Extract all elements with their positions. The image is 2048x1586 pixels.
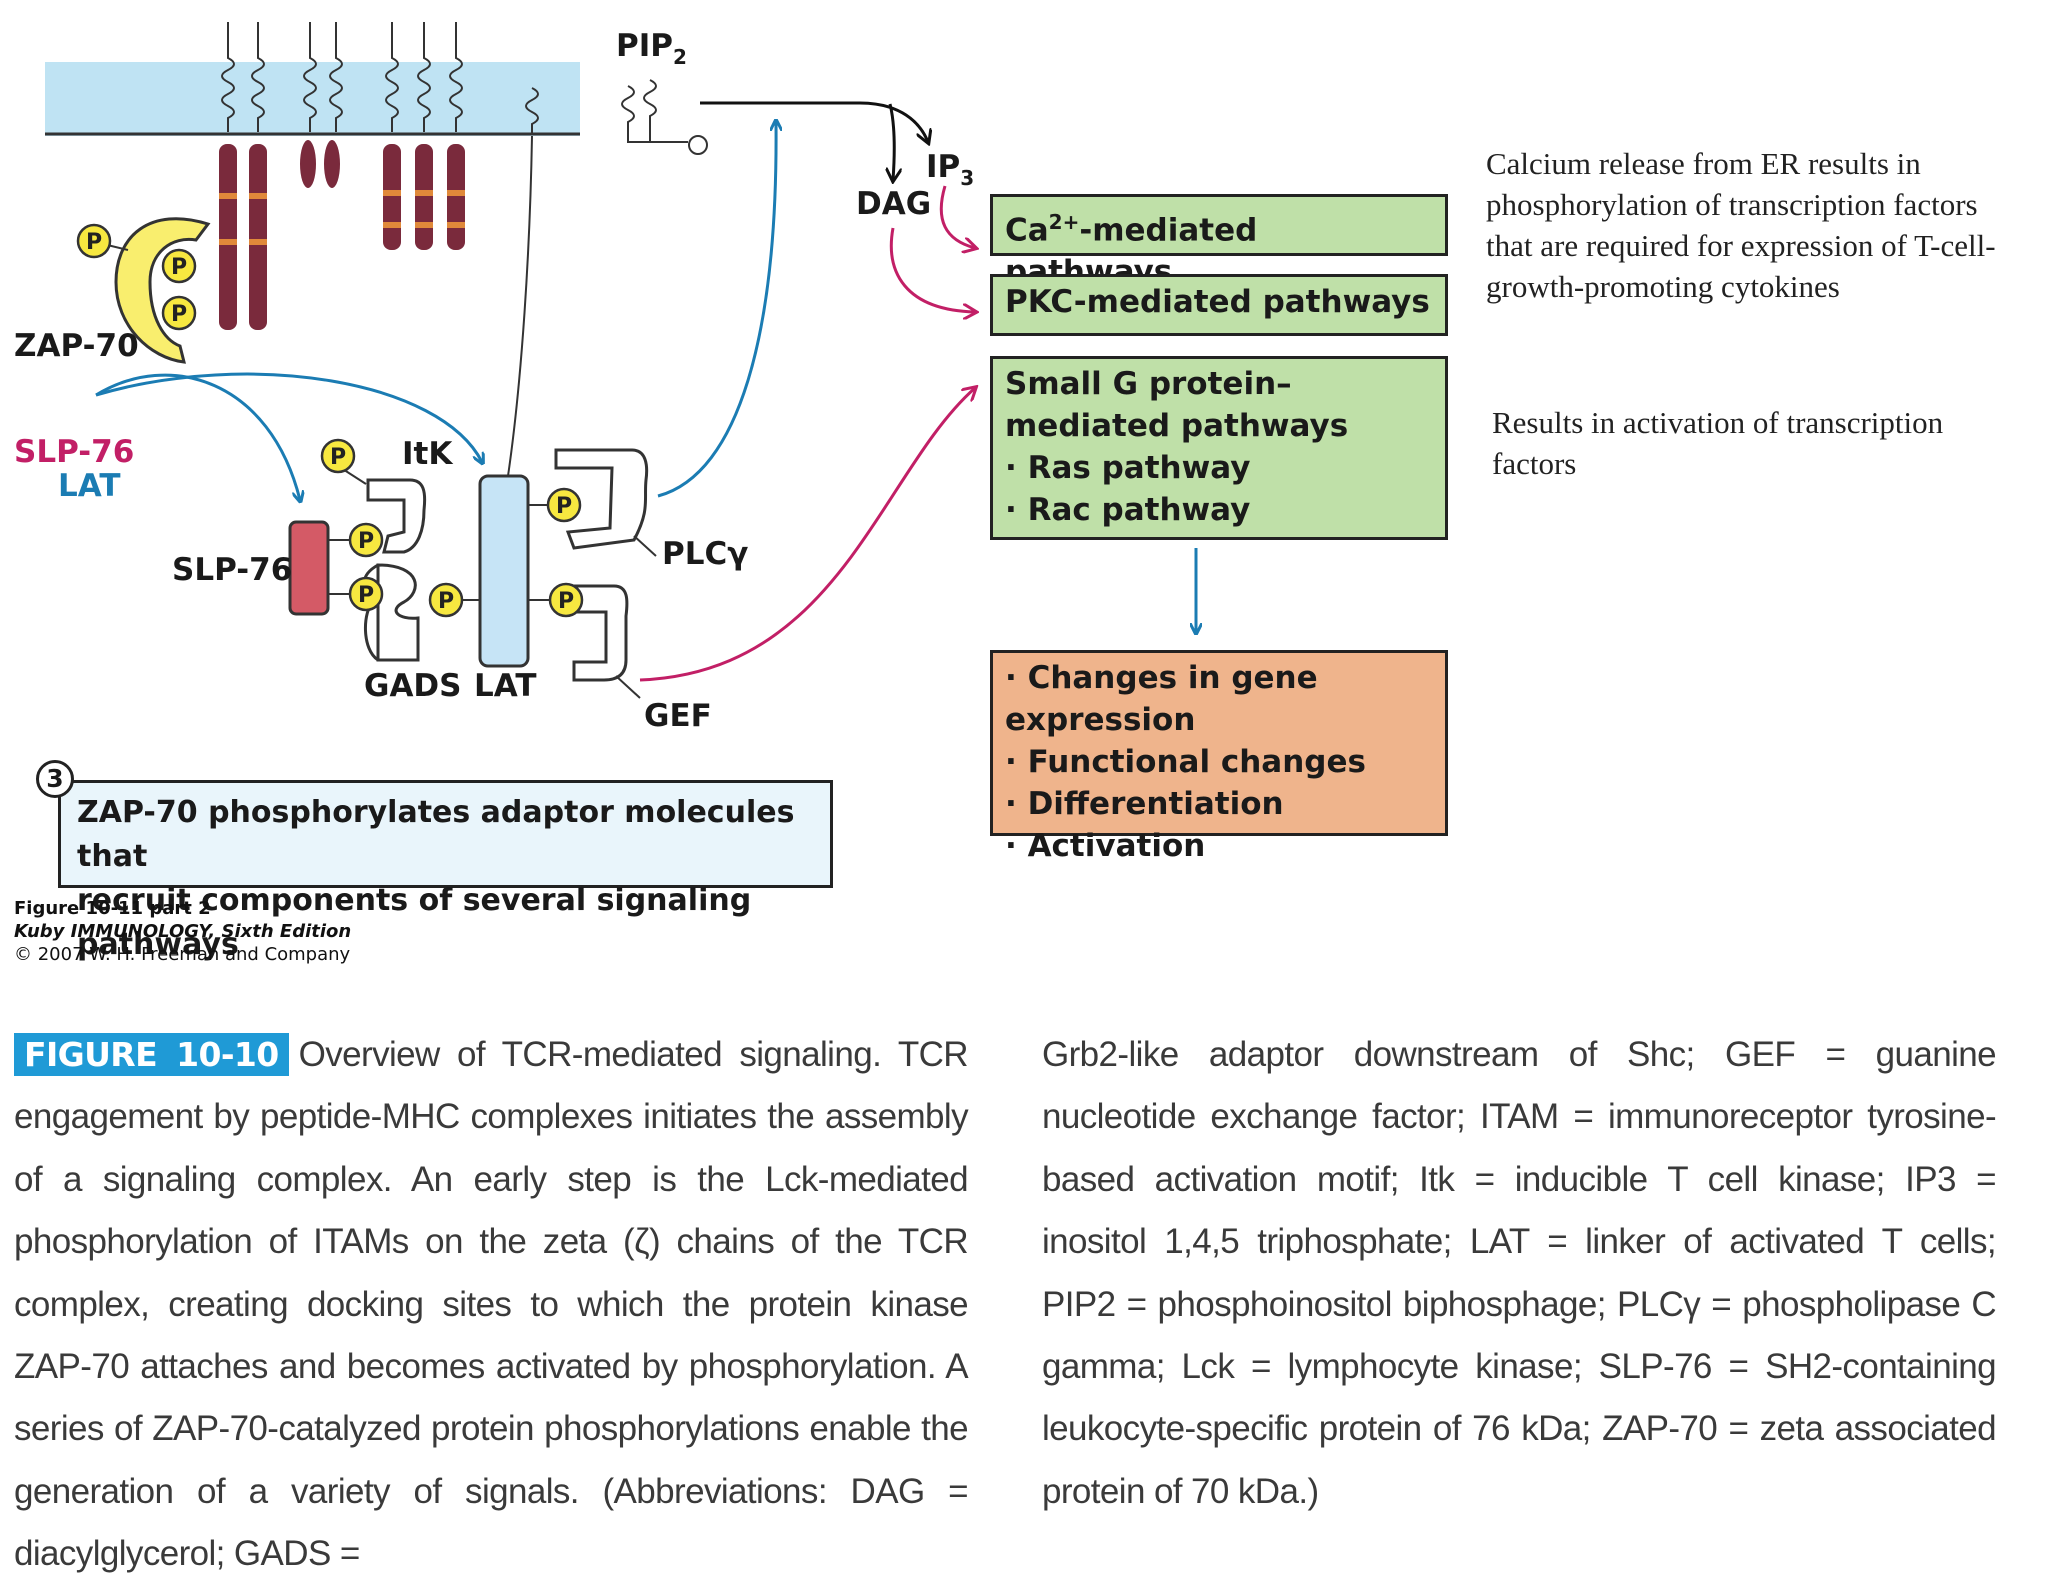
figure-tag: FIGURE 10-10 <box>14 1033 289 1076</box>
outcomes-box: · Changes in gene expression · Functiona… <box>990 650 1448 864</box>
phosphate-label: P <box>171 302 187 327</box>
itk-label: ItK <box>402 436 453 472</box>
phosphate-circle-lat-2 <box>546 487 582 523</box>
credit-book-title: Kuby IMMUNOLOGY, Sixth Edition <box>14 921 352 942</box>
small-g-line: mediated pathways <box>1005 408 1349 444</box>
phosphate-circle-zap-2 <box>161 248 197 284</box>
credit-figure-number: Figure 10-11 part 2 <box>14 898 211 919</box>
slp76-shape <box>288 520 330 616</box>
phosphate-circle-slp-2 <box>348 576 384 612</box>
plcg-shape <box>554 448 649 550</box>
step-description-box: ZAP-70 phosphorylates adaptor molecules … <box>58 780 833 962</box>
zap70-to-slp76-arrow <box>95 373 300 500</box>
figure-credit: Figure 10-11 part 2 Kuby IMMUNOLOGY, Six… <box>14 897 351 966</box>
outcome-item: · Functional changes <box>1005 744 1366 780</box>
caption-right-column: Grb2-like adaptor downstream of Shc; GEF… <box>1042 1024 1997 1523</box>
zap70-to-lat-arrow <box>95 372 482 462</box>
phosphate-label: P <box>358 529 374 554</box>
pip2-label: PIP2 <box>616 28 687 69</box>
phosphate-label: P <box>558 589 574 614</box>
phosphate-label: P <box>330 445 346 470</box>
itk-shape <box>366 478 427 554</box>
pkc-label: PKC-mediated pathways <box>1005 284 1430 320</box>
outcome-item: · Changes in gene expression <box>1005 660 1318 738</box>
lat-legend-label: LAT <box>58 468 120 504</box>
caption-left-text: Overview of TCR-mediated signaling. TCR … <box>14 1035 969 1574</box>
outcome-item: · Differentiation <box>1005 786 1284 822</box>
dag-to-pkc-arrow <box>889 227 975 312</box>
cell-membrane <box>45 62 580 136</box>
plcg-to-pip2-arrow <box>657 122 776 498</box>
small-g-pathway-box: Small G protein– mediated pathways · Ras… <box>990 356 1448 540</box>
pip2-molecule <box>621 79 708 155</box>
step-line: recruit components of several signaling … <box>77 883 752 962</box>
caption-right-text: Grb2-like adaptor downstream of Shc; GEF… <box>1042 1035 1997 1511</box>
calcium-note: Calcium release from ER results in phosp… <box>1486 146 1996 304</box>
gads-label: GADS <box>364 668 462 704</box>
zap70-shape <box>114 217 211 364</box>
ca-superscript: 2+ <box>1048 210 1080 234</box>
small-g-note: Results in activation of transcription f… <box>1492 405 1944 481</box>
phosphate-circle-zap-3 <box>161 295 197 331</box>
pkc-pathway-box: PKC-mediated pathways <box>990 274 1448 336</box>
phosphate-label: P <box>171 255 187 280</box>
phosphate-circle-itk <box>320 438 356 474</box>
slp76-label: SLP-76 <box>172 552 292 588</box>
phosphate-groups <box>76 223 584 618</box>
phosphate-label: P <box>556 494 572 519</box>
zap70-label: ZAP-70 <box>14 328 139 364</box>
zeta-chains <box>219 140 465 330</box>
dag-label: DAG <box>856 186 931 222</box>
ca-prefix: Ca <box>1005 212 1049 249</box>
phosphate-label: P <box>438 589 454 614</box>
lat-shape <box>478 474 530 668</box>
phosphate-circle-slp-1 <box>348 522 384 558</box>
lat-anchor <box>507 135 533 477</box>
phosphate-circle-lat-1 <box>428 582 464 618</box>
dag-branch-arrow <box>890 103 894 180</box>
pip2-to-ip3-arrow <box>700 101 928 142</box>
gef-label: GEF <box>644 698 712 734</box>
plcg-label: PLCγ <box>662 536 748 572</box>
receptor-coils <box>221 22 539 134</box>
phosphate-label: P <box>358 583 374 608</box>
small-g-line: Small G protein– <box>1005 366 1292 402</box>
signaling-diagram: P P P P P P P P P PIP2 IP3 DAG ZAP-70 SL… <box>14 22 2048 734</box>
step-number-badge: 3 <box>36 760 74 798</box>
credit-copyright: © 2007 W. H. Freeman and Company <box>14 944 351 965</box>
phospho-connectors <box>328 504 550 601</box>
rac-pathway-item: · Rac pathway <box>1005 492 1251 528</box>
ip3-to-ca-arrow <box>939 185 975 248</box>
ip3-label: IP3 <box>926 149 974 190</box>
slp76-legend-label: SLP-76 <box>14 434 134 470</box>
phosphate-circle-lat-3 <box>548 582 584 618</box>
ca-pathway-box: Ca2+-mediated pathways <box>990 194 1448 290</box>
phosphate-circle-zap-1 <box>76 223 112 259</box>
ras-pathway-item: · Ras pathway <box>1005 450 1251 486</box>
gef-to-smallg-arrow <box>639 388 975 682</box>
lat-label: LAT <box>474 668 536 704</box>
phosphate-label: P <box>86 230 102 255</box>
outcome-item: · Activation <box>1005 828 1206 864</box>
step-line: ZAP-70 phosphorylates adaptor molecules … <box>77 795 795 874</box>
